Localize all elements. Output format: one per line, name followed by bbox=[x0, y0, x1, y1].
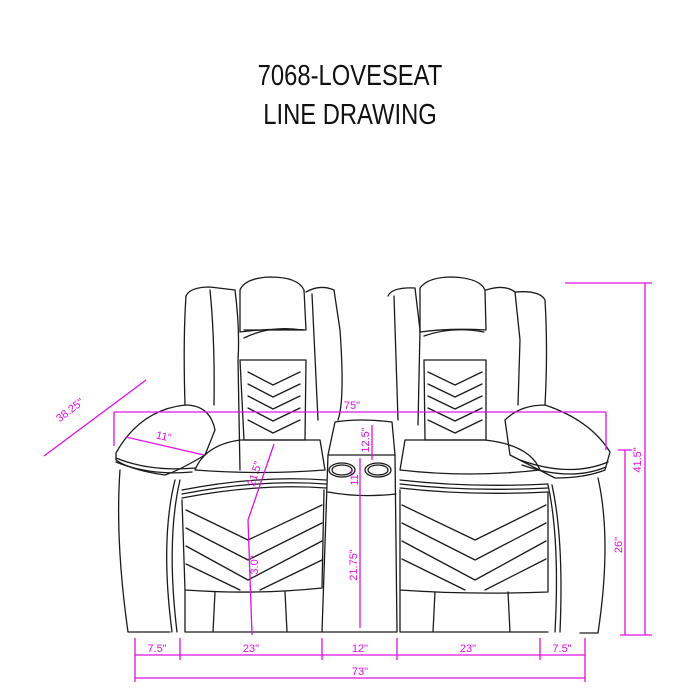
loveseat-outline bbox=[115, 276, 611, 634]
title-subtitle: LINE DRAWING bbox=[263, 99, 437, 131]
dimension-lines bbox=[43, 282, 652, 682]
dim-bottom-left-arm: 7.5" bbox=[147, 643, 166, 655]
dim-console-height: 21.75" bbox=[348, 549, 360, 581]
dim-overall-width-top: 75" bbox=[344, 400, 360, 412]
dim-bottom-left-seat: 23" bbox=[243, 643, 259, 655]
dim-depth: 38.25" bbox=[54, 396, 86, 425]
dim-bottom-right-seat: 23" bbox=[460, 643, 476, 655]
dim-bottom-right-arm: 7.5" bbox=[552, 643, 571, 655]
dim-bottom-console: 12" bbox=[352, 643, 368, 655]
dim-arm-width: 11" bbox=[155, 430, 173, 445]
dim-overall-height: 41.5" bbox=[632, 447, 644, 472]
dim-arm-height: 26" bbox=[613, 537, 625, 553]
dim-seat-front: 3.0" bbox=[249, 555, 261, 574]
dim-cupholder-height: 11" bbox=[349, 470, 361, 485]
dim-console-top-depth: 12.5" bbox=[360, 427, 372, 452]
dim-overall-width-bottom: 73" bbox=[352, 666, 368, 678]
title-model: 7068-LOVESEAT bbox=[257, 60, 443, 92]
